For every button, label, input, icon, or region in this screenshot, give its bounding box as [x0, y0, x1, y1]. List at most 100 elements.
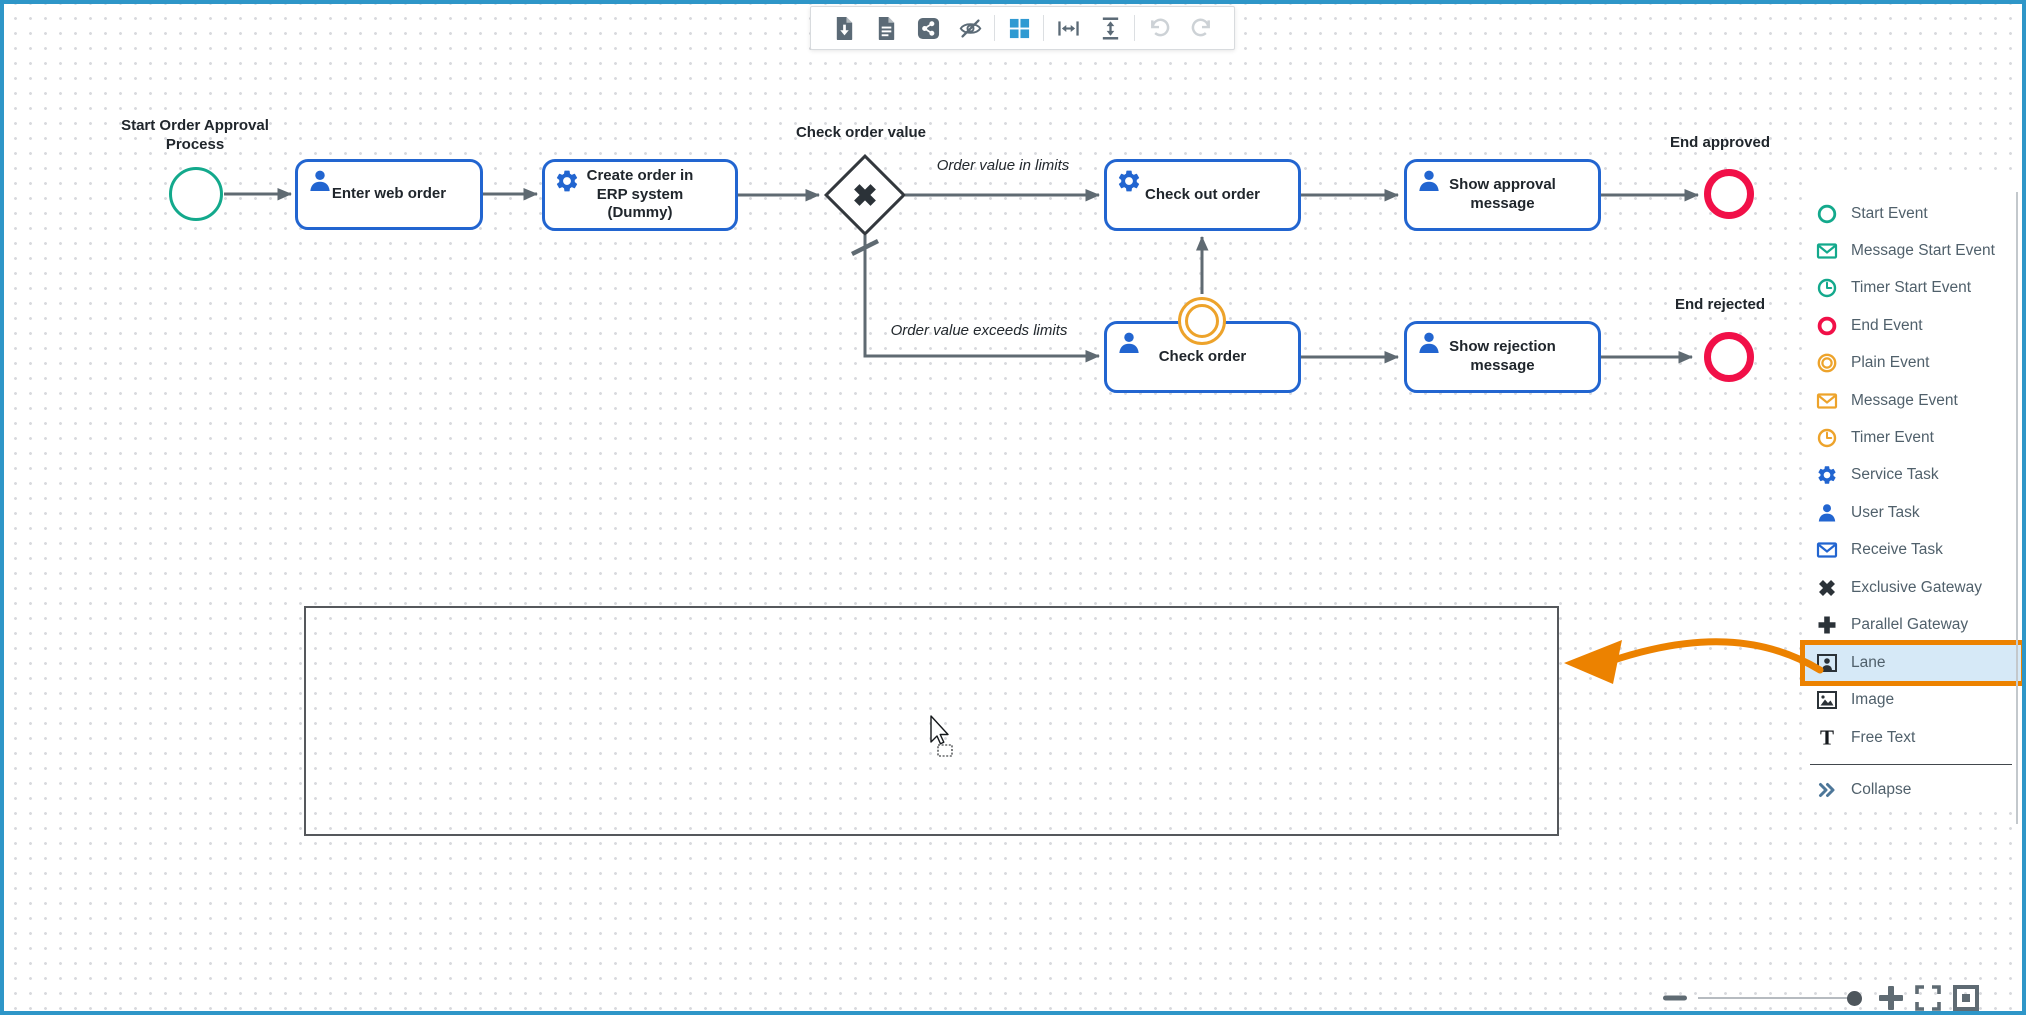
palette-item-lane[interactable]: Lane [1800, 639, 2022, 686]
fit-width-icon[interactable] [1047, 13, 1089, 43]
collapse-icon [1816, 779, 1838, 801]
flow-label-exceeds-limits: Order value exceeds limits [890, 322, 1068, 339]
palette-item-label: Plain Event [1851, 354, 1930, 372]
zoom-slider-handle[interactable] [1847, 990, 1862, 1006]
palette-item-plain-event[interactable]: Plain Event [1808, 345, 2020, 382]
lane-icon [1816, 652, 1838, 674]
palette-scrollbar[interactable] [2016, 192, 2018, 824]
parallel-gateway-icon [1816, 614, 1838, 636]
toolbar-separator [1043, 15, 1044, 41]
palette-item-collapse[interactable]: Collapse [1808, 771, 2020, 808]
palette-item-timer-start-event[interactable]: Timer Start Event [1808, 270, 2020, 307]
zoom-controls [1652, 979, 1980, 1011]
zoom-slider[interactable] [1698, 990, 1862, 1006]
top-toolbar [810, 6, 1235, 50]
end-event-rejected[interactable] [1704, 332, 1754, 382]
redo-icon[interactable] [1180, 13, 1222, 43]
message-start-event-icon [1816, 240, 1838, 262]
message-event-icon [1816, 390, 1838, 412]
palette-item-label: User Task [1851, 503, 1920, 521]
service-task-icon [1816, 464, 1838, 486]
task-label: Show rejection message [1449, 338, 1556, 374]
palette-item-user-task[interactable]: User Task [1808, 494, 2020, 531]
end-rejected-label: End rejected [1674, 296, 1766, 313]
palette-item-label: End Event [1851, 316, 1923, 334]
task-label: Enter web order [331, 185, 447, 203]
palette-item-timer-event[interactable]: Timer Event [1808, 419, 2020, 456]
task-enter-web-order[interactable]: Enter web order [295, 159, 483, 230]
palette-item-start-event[interactable]: Start Event [1808, 195, 2020, 232]
palette-item-label: Exclusive Gateway [1851, 578, 1982, 596]
svg-text:T: T [1820, 727, 1834, 749]
gateway-check-order-value[interactable] [823, 153, 907, 237]
user-task-icon [307, 168, 333, 194]
end-approved-label: End approved [1669, 134, 1771, 151]
service-task-icon [554, 168, 580, 194]
palette-item-label: Message Event [1851, 391, 1958, 409]
free-text-icon: T [1816, 727, 1838, 749]
undo-icon[interactable] [1138, 13, 1180, 43]
start-event[interactable] [169, 167, 223, 221]
zoom-out-icon[interactable] [1662, 985, 1688, 1011]
palette-separator [1810, 764, 2012, 766]
lane-shape[interactable] [304, 606, 1559, 836]
palette-item-label: Collapse [1851, 781, 1912, 799]
fit-view-icon[interactable] [1952, 984, 1980, 1011]
palette-item-label: Service Task [1851, 466, 1939, 484]
palette-item-image[interactable]: Image [1808, 682, 2020, 719]
fit-height-icon[interactable] [1089, 13, 1131, 43]
task-check-out-order[interactable]: Check out order [1104, 159, 1301, 231]
task-create-order-erp[interactable]: Create order in ERP system (Dummy) [542, 159, 738, 231]
user-task-icon [1416, 168, 1442, 194]
receive-task-icon [1816, 539, 1838, 561]
end-event-icon [1816, 315, 1838, 337]
download-icon[interactable] [823, 13, 865, 43]
task-show-approval-message[interactable]: Show approval message [1404, 159, 1601, 231]
user-task-icon [1416, 330, 1442, 356]
exclusive-gateway-icon [1816, 577, 1838, 599]
fullscreen-icon[interactable] [1914, 984, 1942, 1011]
boundary-event-inner-ring [1185, 304, 1219, 338]
plain-event-icon [1816, 352, 1838, 374]
task-label: Check order [1158, 347, 1247, 365]
palette-item-message-event[interactable]: Message Event [1808, 382, 2020, 419]
palette-item-label: Receive Task [1851, 541, 1943, 559]
task-label: Show approval message [1449, 176, 1556, 212]
share-icon[interactable] [907, 13, 949, 43]
service-task-icon [1116, 168, 1142, 194]
palette-item-free-text[interactable]: T Free Text [1808, 719, 2020, 756]
grid-icon[interactable] [998, 13, 1040, 43]
hide-icon[interactable] [949, 13, 991, 43]
timer-start-event-icon [1816, 277, 1838, 299]
palette-item-label: Message Start Event [1851, 242, 1995, 260]
flow-label-in-limits: Order value in limits [936, 157, 1070, 174]
toolbar-separator [1134, 15, 1135, 41]
document-icon[interactable] [865, 13, 907, 43]
palette-item-receive-task[interactable]: Receive Task [1808, 532, 2020, 569]
user-task-icon [1816, 502, 1838, 524]
zoom-in-icon[interactable] [1878, 985, 1904, 1011]
palette-item-label: Free Text [1851, 728, 1916, 746]
palette-item-label: Image [1851, 691, 1895, 709]
palette-item-end-event[interactable]: End Event [1808, 307, 2020, 344]
toolbar-separator [994, 15, 995, 41]
gateway-label: Check order value [795, 124, 927, 141]
boundary-plain-event[interactable] [1178, 297, 1226, 345]
start-event-label: Start Order Approval Process [121, 117, 269, 153]
image-icon [1816, 689, 1838, 711]
diagram-canvas[interactable] [4, 4, 2022, 1011]
task-show-rejection-message[interactable]: Show rejection message [1404, 321, 1601, 393]
end-event-approved[interactable] [1704, 169, 1754, 219]
start-event-icon [1816, 203, 1838, 225]
palette-item-label: Parallel Gateway [1851, 615, 1969, 633]
palette-item-parallel-gateway[interactable]: Parallel Gateway [1808, 606, 2020, 643]
palette-item-label: Start Event [1851, 204, 1928, 222]
palette-item-label: Lane [1851, 653, 1886, 671]
palette-item-service-task[interactable]: Service Task [1808, 457, 2020, 494]
palette-item-exclusive-gateway[interactable]: Exclusive Gateway [1808, 569, 2020, 606]
palette-item-message-start-event[interactable]: Message Start Event [1808, 232, 2020, 269]
timer-event-icon [1816, 427, 1838, 449]
task-label: Create order in ERP system (Dummy) [586, 166, 694, 222]
